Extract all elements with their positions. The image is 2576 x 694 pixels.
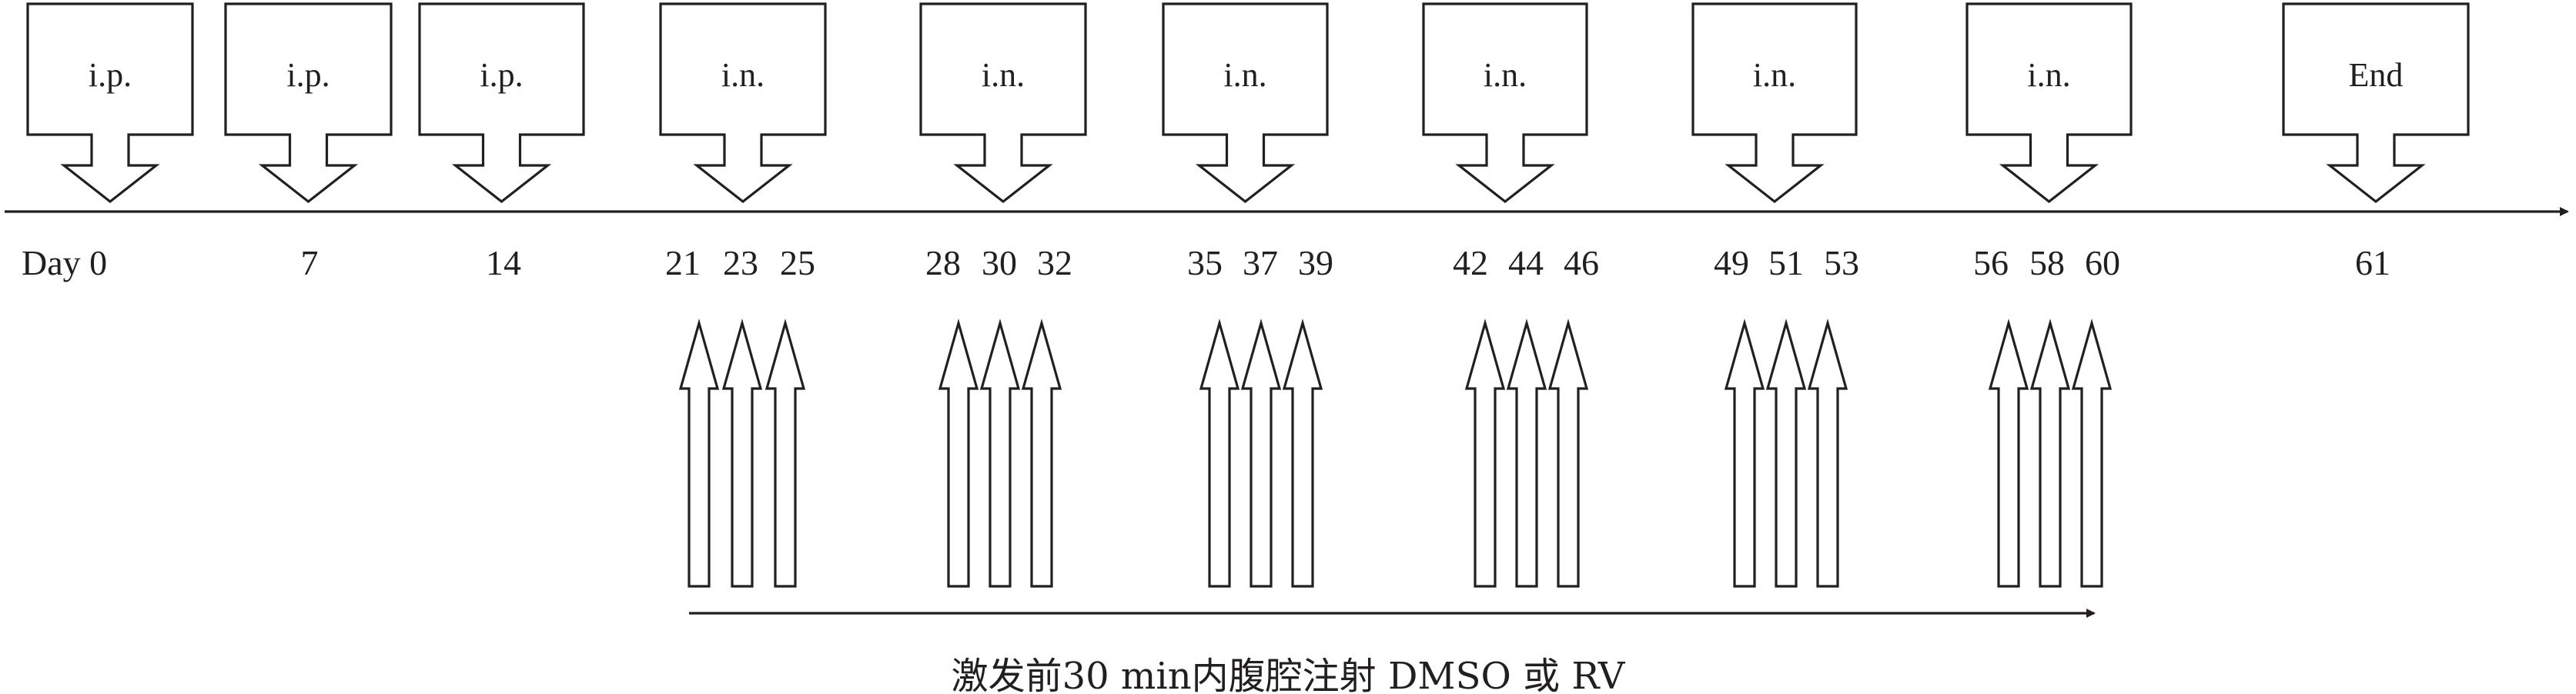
day-label-7: 7 xyxy=(301,243,319,282)
day-label-61: 61 xyxy=(2355,243,2390,282)
treatment-arrow-3-2 xyxy=(1547,319,1589,588)
callout-box-5 xyxy=(1162,2,1329,204)
callout-box-8 xyxy=(1965,2,2133,204)
day-label-37: 37 xyxy=(1243,243,1278,282)
callout-box-3 xyxy=(659,2,827,204)
up-arrow-group xyxy=(678,319,2113,588)
callout-box-6 xyxy=(1422,2,1588,204)
callout-box-7 xyxy=(1691,2,1858,204)
day-label-44: 44 xyxy=(1508,243,1544,282)
day-label-42: 42 xyxy=(1453,243,1488,282)
day-label-39: 39 xyxy=(1298,243,1333,282)
treatment-arrow-5-0 xyxy=(1988,319,2029,588)
callout-label-1: i.p. xyxy=(286,56,330,94)
treatment-arrow-2-1 xyxy=(1240,319,1282,588)
day-label-14: 14 xyxy=(486,243,521,282)
day-label-group: Day 0 7 14 21 23 25 28 30 32 35 37 39 42… xyxy=(22,243,2390,282)
day-label-60: 60 xyxy=(2085,243,2120,282)
day-label-0: Day 0 xyxy=(22,243,107,282)
treatment-arrow-5-2 xyxy=(2071,319,2113,588)
treatment-arrow-2-2 xyxy=(1282,319,1323,588)
treatment-arrow-3-0 xyxy=(1464,319,1506,588)
treatment-arrow-4-2 xyxy=(1807,319,1848,588)
treatment-arrow-5-1 xyxy=(2029,319,2071,588)
day-label-28: 28 xyxy=(925,243,961,282)
treatment-arrow-1-0 xyxy=(938,319,979,588)
callout-label-6: i.n. xyxy=(1484,56,1527,94)
callout-label-9: End xyxy=(2349,56,2404,94)
treatment-arrow-0-0 xyxy=(678,319,720,588)
treatment-arrow-1-1 xyxy=(979,319,1021,588)
day-label-56: 56 xyxy=(1973,243,2009,282)
day-label-32: 32 xyxy=(1037,243,1072,282)
callout-label-8: i.n. xyxy=(2027,56,2070,94)
treatment-arrow-4-1 xyxy=(1765,319,1807,588)
callout-box-0 xyxy=(26,2,194,204)
day-label-49: 49 xyxy=(1714,243,1749,282)
callout-label-4: i.n. xyxy=(982,56,1025,94)
callout-label-2: i.p. xyxy=(480,56,523,94)
callout-box-4 xyxy=(919,2,1087,204)
callout-box-9 xyxy=(2282,2,2470,204)
day-label-53: 53 xyxy=(1824,243,1859,282)
day-label-51: 51 xyxy=(1768,243,1804,282)
callout-label-0: i.p. xyxy=(89,56,132,94)
day-label-25: 25 xyxy=(780,243,815,282)
callout-label-5: i.n. xyxy=(1223,56,1266,94)
treatment-arrow-4-0 xyxy=(1724,319,1765,588)
callout-box-1 xyxy=(224,2,393,204)
day-label-21: 21 xyxy=(665,243,701,282)
day-label-58: 58 xyxy=(2029,243,2065,282)
treatment-arrow-3-1 xyxy=(1506,319,1547,588)
treatment-arrow-2-0 xyxy=(1199,319,1240,588)
treatment-arrow-0-2 xyxy=(764,319,806,588)
callout-group: i.p. i.p. i.p. i.n. i.n. i.n. i.n. i.n. i.n. End xyxy=(26,2,2470,204)
callout-label-7: i.n. xyxy=(1753,56,1796,94)
day-label-46: 46 xyxy=(1564,243,1599,282)
callout-label-3: i.n. xyxy=(721,56,764,94)
treatment-arrow-0-1 xyxy=(721,319,763,588)
day-label-30: 30 xyxy=(982,243,1017,282)
callout-box-2 xyxy=(418,2,585,204)
treatment-arrow-1-2 xyxy=(1021,319,1062,588)
day-label-23: 23 xyxy=(723,243,758,282)
treatment-caption: 激发前30 min内腹腔注射 DMSO 或 RV xyxy=(952,655,1626,694)
day-label-35: 35 xyxy=(1187,243,1223,282)
